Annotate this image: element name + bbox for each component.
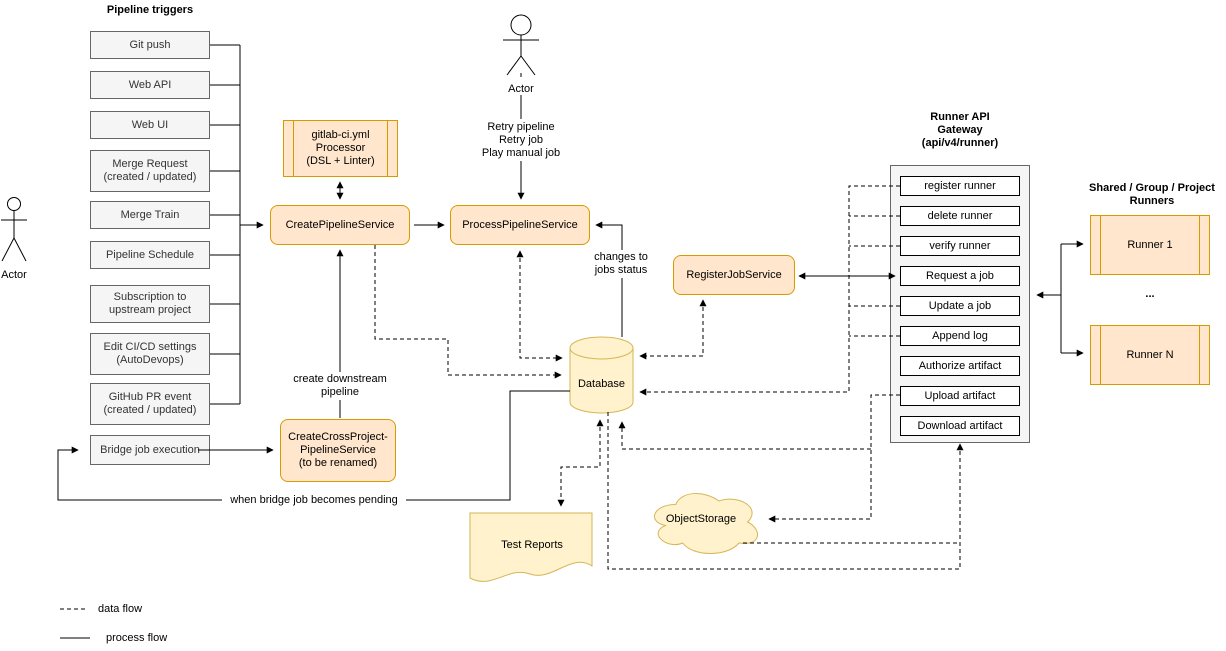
trigger-subscription: Subscription to upstream project [90,285,210,323]
trigger-pipeline-schedule: Pipeline Schedule [90,241,210,269]
database-cylinder [569,336,634,414]
edge-processpipeline-database [516,250,563,362]
edge-database-to-processpipeline [595,221,623,337]
edge-createpipeline-to-database [374,245,562,379]
runner-1: Runner 1 [1090,215,1210,275]
endpoint-download-artifact: Download artifact [900,416,1020,436]
actor-top-icon [503,14,539,76]
gitlab-ci-yml-processor: gitlab-ci.yml Processor (DSL + Linter) [283,120,398,177]
trigger-merge-request: Merge Request (created / updated) [90,150,210,192]
legend-process-flow-label: process flow [106,631,168,644]
actor-top-label: Actor [508,82,534,95]
register-job-service: RegisterJobService [673,255,795,295]
trigger-github-pr: GitHub PR event (created / updated) [90,383,210,425]
trigger-edit-cicd: Edit CI/CD settings (AutoDevops) [90,333,210,375]
endpoint-register-runner: register runner [900,176,1020,196]
changes-to-jobs-status-label: changes to jobs status [584,250,658,278]
create-cross-project-pipeline-service: CreateCrossProject- PipelineService (to … [280,419,396,482]
database-label: Database [577,377,626,390]
trigger-web-ui: Web UI [90,111,210,139]
runners-title: Shared / Group / Project Runners [1089,182,1215,207]
trigger-bridge-job: Bridge job execution [90,435,210,465]
runners-ellipsis: ... [1145,287,1155,300]
endpoint-authorize-artifact: Authorize artifact [900,356,1020,376]
when-bridge-job-pending-label: when bridge job becomes pending [222,493,406,508]
pipeline-triggers-title: Pipeline triggers [106,3,194,16]
edge-upload-to-objectstorage [768,394,900,523]
trigger-web-api: Web API [90,71,210,99]
endpoint-delete-runner: delete runner [900,206,1020,226]
runner-n: Runner N [1090,325,1210,385]
actor-left-icon [1,197,27,262]
edge-registerjob-database [639,299,707,360]
endpoint-append-log: Append log [900,326,1020,346]
create-downstream-pipeline-label: create downstream pipeline [282,372,398,400]
edge-database-testreports [557,419,604,507]
legend-data-flow-label: data flow [98,602,143,615]
actor-left-label: Actor [1,268,27,281]
endpoint-upload-artifact: Upload artifact [900,386,1020,406]
retry-edge-label: Retry pipeline Retry job Play manual job [468,119,574,161]
runner-api-gateway-title: Runner API Gateway (api/v4/runner) [921,110,999,149]
edge-trigger-trunk [210,44,241,405]
endpoint-update-a-job: Update a job [900,296,1020,316]
object-storage-label: ObjectStorage [665,512,737,525]
trigger-git-push: Git push [90,31,210,59]
trigger-merge-train: Merge Train [90,201,210,229]
test-reports-label: Test Reports [501,538,563,551]
endpoint-request-a-job: Request a job [900,266,1020,286]
endpoint-verify-runner: verify runner [900,236,1020,256]
create-pipeline-service: CreatePipelineService [270,205,410,245]
edge-upload-to-database [618,421,871,450]
process-pipeline-service: ProcessPipelineService [450,205,590,245]
